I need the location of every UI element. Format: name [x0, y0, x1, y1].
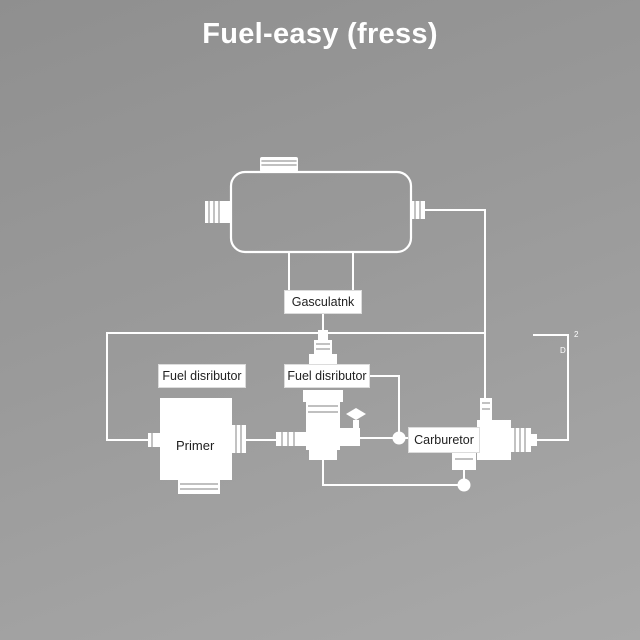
valve-node: [392, 431, 406, 445]
corner-number: 2: [574, 330, 579, 339]
fuel-distributor-label-left: Fuel disributor: [158, 364, 246, 388]
fuel-tank: [205, 157, 425, 291]
carburetor-unit: [452, 398, 537, 470]
diagram-title: Fuel-easy (fress): [202, 18, 438, 50]
primer-unit: [148, 398, 246, 494]
corner-letter: D: [560, 346, 566, 355]
return-node: [457, 478, 471, 492]
primer-label: Primer: [176, 438, 215, 453]
fuel-distributor-label-right: Fuel disributor: [284, 364, 370, 388]
fuel-lines: [106, 209, 569, 486]
carburetor-label: Carburetor: [408, 427, 480, 453]
tank-label: Gasculatnk: [284, 290, 362, 314]
